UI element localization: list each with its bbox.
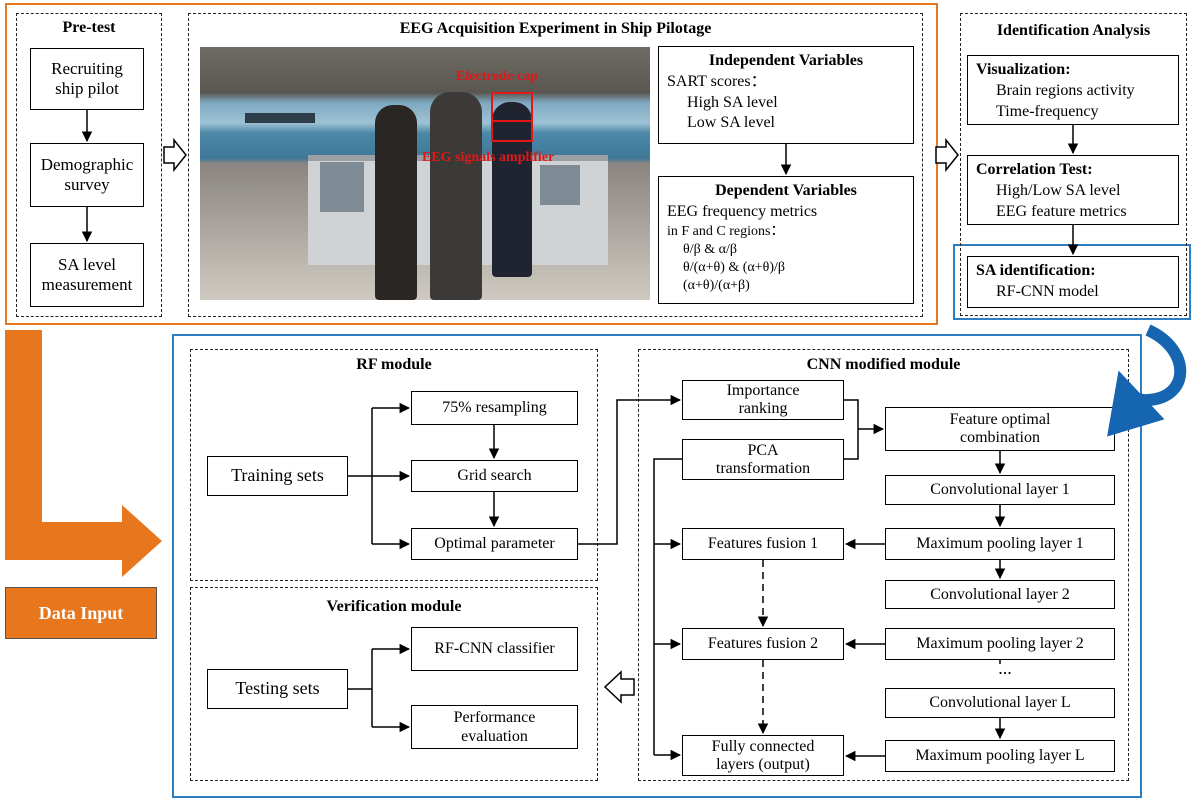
conv-layer-l-box: Convolutional layer L	[885, 688, 1115, 718]
importance-line-1: Importance	[726, 382, 800, 400]
pca-line-1: PCA	[747, 441, 779, 459]
cnn-title: CNN modified module	[806, 356, 961, 373]
pca-line-2: transformation	[715, 459, 811, 477]
demographic-line-2: survey	[64, 175, 110, 194]
data-input-label: Data Input	[38, 602, 124, 623]
importance-line-2: ranking	[738, 400, 788, 417]
training-sets-box: Training sets	[207, 456, 348, 496]
rf-title: RF module	[356, 356, 432, 373]
performance-line-1: Performance	[453, 708, 536, 726]
pretest-panel	[16, 13, 162, 317]
sa-measurement-line-2: measurement	[41, 275, 133, 294]
person-left	[375, 105, 417, 300]
console-panel-right	[540, 165, 580, 205]
high-sa-level: High SA level	[687, 93, 778, 111]
independent-title: Independent Variables	[708, 52, 864, 69]
optimal-parameter-box: Optimal parameter	[411, 528, 578, 560]
cnn-panel	[638, 349, 1129, 781]
testing-sets-box: Testing sets	[207, 669, 348, 709]
pool-layer-l-box: Maximum pooling layer L	[885, 740, 1115, 772]
features-fusion-2-box: Features fusion 2	[682, 628, 844, 660]
electrode-cap-label: Electrode cap	[456, 69, 538, 84]
verification-title: Verification module	[326, 598, 462, 615]
metric-1: θ/β & α/β	[683, 241, 737, 257]
data-input-box: Data Input	[5, 587, 157, 639]
recruiting-line-2: ship pilot	[55, 79, 119, 98]
fully-connected-line-1: Fully connected	[711, 737, 815, 755]
performance-line-2: evaluation	[461, 728, 528, 745]
performance-evaluation-box: Performance evaluation	[411, 705, 578, 749]
eeg-amplifier-label: EEG signals amplifier	[422, 150, 555, 165]
correlation-title: Correlation Test:	[976, 161, 1093, 178]
person-middle	[430, 92, 482, 300]
sa-identification-box: SA identification: RF-CNN model	[967, 256, 1179, 308]
recruiting-box: Recruiting ship pilot	[30, 48, 144, 110]
eeg-panel	[188, 13, 923, 317]
eeg-feature-metrics: EEG feature metrics	[996, 202, 1127, 220]
fully-connected-box: Fully connected layers (output)	[682, 735, 844, 776]
verification-panel	[190, 587, 598, 781]
sa-identification-title: SA identification:	[976, 262, 1096, 279]
ship-silhouette	[245, 113, 315, 123]
dependent-title: Dependent Variables	[715, 182, 857, 199]
identification-panel	[960, 13, 1187, 316]
low-sa-level: Low SA level	[687, 114, 775, 132]
feature-optimal-line-2: combination	[960, 429, 1040, 446]
pretest-title: Pre-test	[62, 19, 116, 36]
metric-2: θ/(α+θ) & (α+θ)/β	[683, 259, 786, 275]
identification-title: Identification Analysis	[996, 22, 1151, 39]
console-panel-left	[320, 162, 364, 212]
electrode-cap-divider	[491, 120, 533, 122]
pool-layer-2-box: Maximum pooling layer 2	[885, 628, 1115, 660]
ellipsis: ...	[998, 658, 1012, 678]
independent-variables-box: Independent Variables SART scores： High …	[658, 46, 914, 144]
demographic-line-1: Demographic	[40, 154, 134, 174]
metric-3: (α+θ)/(α+β)	[683, 278, 750, 294]
sa-measurement-line-1: SA level	[57, 254, 117, 274]
demographic-box: Demographic survey	[30, 143, 144, 207]
bottom-blue-frame	[172, 334, 1142, 798]
pool-layer-1-box: Maximum pooling layer 1	[885, 528, 1115, 560]
correlation-test-box: Correlation Test: High/Low SA level EEG …	[967, 155, 1179, 225]
person-right	[492, 102, 532, 277]
recruiting-line-1: Recruiting	[51, 58, 123, 78]
importance-ranking-box: Importance ranking	[682, 380, 844, 420]
time-frequency: Time-frequency	[996, 102, 1099, 120]
grid-search-box: Grid search	[411, 460, 578, 492]
rf-cnn-classifier-box: RF-CNN classifier	[411, 627, 578, 671]
features-fusion-1-box: Features fusion 1	[682, 528, 844, 560]
sart-scores: SART scores：	[667, 72, 767, 90]
hollow-arrow-eeg-ident	[935, 137, 959, 173]
pca-transformation-box: PCA transformation	[682, 439, 844, 480]
f-c-regions: in F and C regions：	[667, 223, 785, 239]
dependent-variables-box: Dependent Variables EEG frequency metric…	[658, 176, 914, 304]
visualization-box: Visualization: Brain regions activity Ti…	[967, 55, 1179, 125]
brain-regions-activity: Brain regions activity	[996, 81, 1135, 99]
eeg-frequency-metrics: EEG frequency metrics	[667, 202, 818, 220]
conv-layer-1-box: Convolutional layer 1	[885, 475, 1115, 505]
feature-optimal-line-1: Feature optimal	[949, 410, 1051, 428]
visualization-title: Visualization:	[976, 61, 1071, 78]
sa-measurement-box: SA level measurement	[30, 243, 144, 307]
conv-layer-2-box: Convolutional layer 2	[885, 580, 1115, 609]
high-low-sa: High/Low SA level	[996, 181, 1121, 199]
orange-l-arrow	[5, 330, 162, 577]
eeg-title: EEG Acquisition Experiment in Ship Pilot…	[399, 20, 712, 37]
rf-cnn-model: RF-CNN model	[996, 282, 1099, 300]
fully-connected-line-2: layers (output)	[716, 755, 810, 773]
feature-optimal-box: Feature optimal combination	[885, 407, 1115, 451]
electrode-cap-highlight	[491, 92, 533, 142]
resampling-box: 75% resampling	[411, 391, 578, 425]
ship-bridge-photo: Electrode cap EEG signals amplifier	[200, 47, 650, 300]
